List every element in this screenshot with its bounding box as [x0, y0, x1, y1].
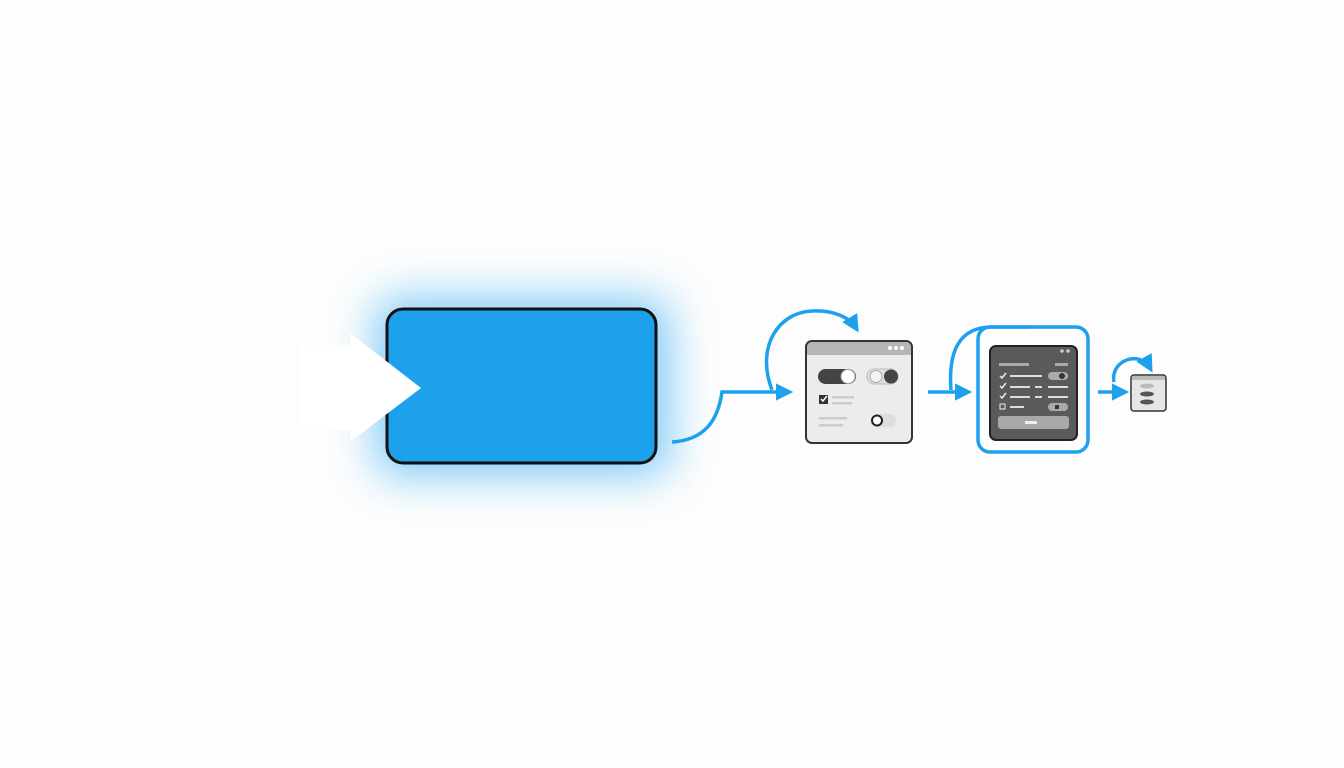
highlight-frame	[976, 325, 1090, 454]
connector-arrow-1	[671, 383, 794, 444]
checklist-window-icon	[989, 345, 1078, 441]
settings-window-icon	[805, 340, 913, 444]
main-block	[385, 307, 658, 465]
small-window-icon	[1130, 374, 1167, 412]
entry-arrow-icon	[300, 333, 421, 442]
loop-arrow-3	[1112, 353, 1153, 383]
loop-arrow-1	[764, 309, 859, 391]
